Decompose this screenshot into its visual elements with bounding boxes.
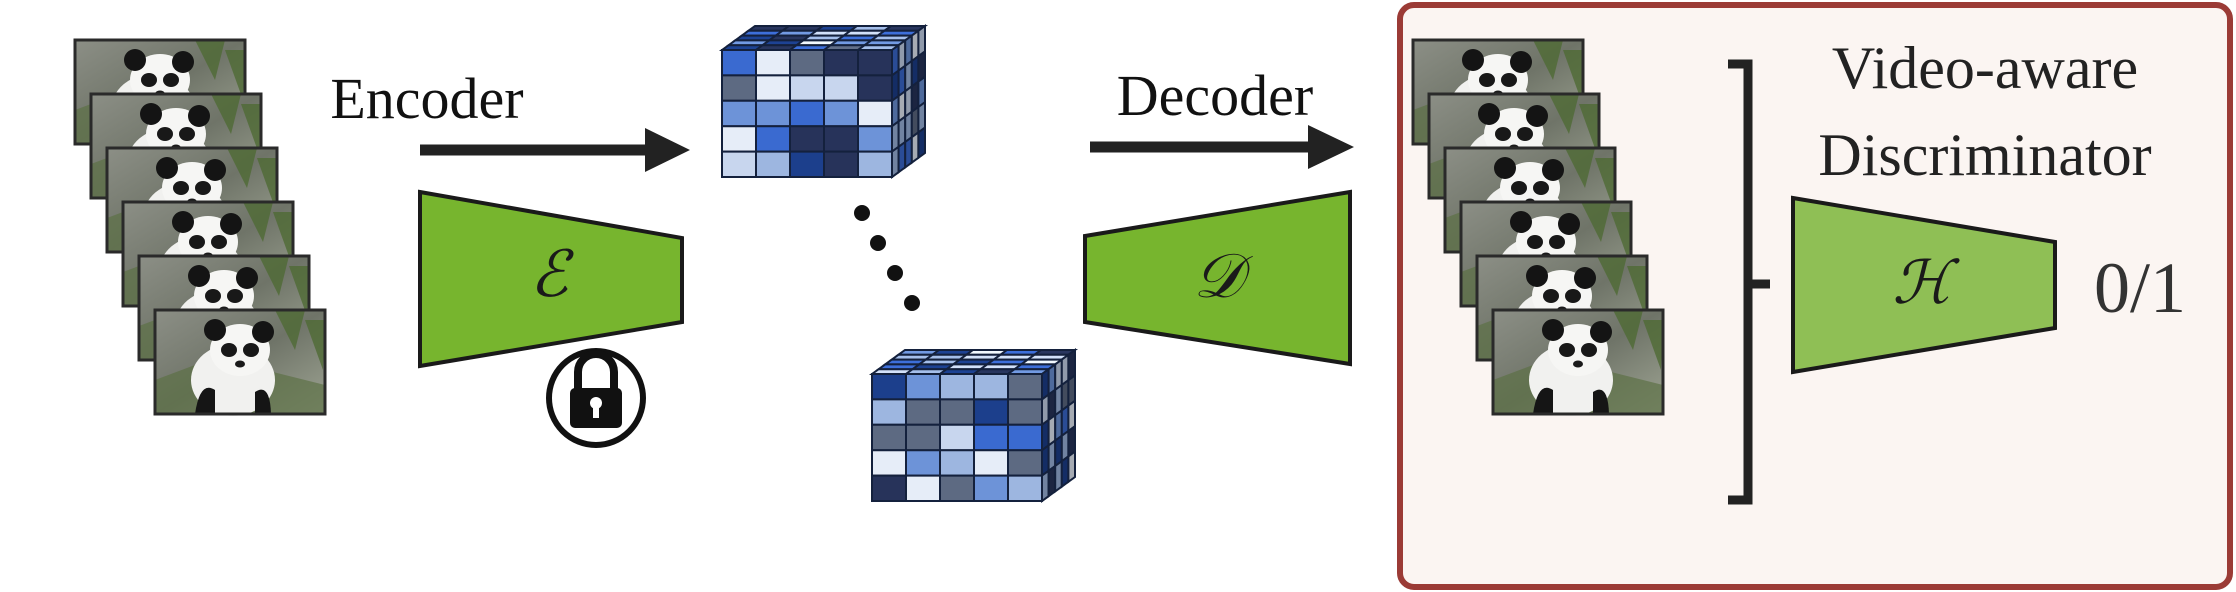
latent-cell [823,74,859,102]
encoder-label: Encoder [330,66,523,131]
frames-bracket [1728,59,1770,505]
vertical-ellipsis-icon [854,205,920,311]
latent-cell [789,49,825,77]
latent-cell [721,125,757,153]
latent-cell [917,125,926,160]
latent-cell [939,398,975,426]
latent-cell [905,373,941,401]
latent-cell [939,373,975,401]
latent-cell [939,474,975,502]
latent-cell [905,423,941,452]
latent-cube-last [868,348,1079,503]
latent-cell [939,423,975,452]
latent-cell [755,99,791,128]
latent-cell [721,99,757,128]
latent-cell [871,373,907,401]
discriminator-output: 0/1 [2094,248,2186,328]
latent-cell [721,49,757,77]
latent-cell [789,99,825,128]
latent-cell [823,49,859,77]
lock-icon [546,348,646,448]
latent-cell [857,99,893,128]
latent-cell [823,125,859,153]
discriminator-symbol: ℋ [1892,248,1960,318]
encoder-network [418,189,684,369]
latent-cell [857,74,893,102]
latent-cell [721,150,757,178]
latent-cell [973,423,1009,452]
latent-cell [1007,373,1043,401]
latent-cube-first [718,24,929,179]
latent-cell [857,125,893,153]
latent-cell [973,398,1009,426]
latent-cell [1007,474,1043,502]
latent-cell [789,150,825,178]
latent-cell [871,449,907,477]
latent-cell [871,398,907,426]
discriminator-network [1791,195,2057,375]
latent-cell [823,99,859,128]
latent-cell [823,150,859,178]
latent-cell [939,449,975,477]
latent-cell [973,474,1009,502]
encoder-arrow [420,128,690,172]
latent-cell [1067,449,1076,484]
discriminator-title-line2: Discriminator [1818,122,2151,188]
latent-cell [721,74,757,102]
discriminator-title-line1: Video-aware [1832,35,2138,101]
latent-cell [905,474,941,502]
latent-cell [973,373,1009,401]
encoder-symbol: ℰ [530,238,575,312]
input-video-frames [73,38,327,416]
reconstructed-video-frames [1411,38,1665,416]
latent-cell [1007,449,1043,477]
latent-cell [1007,398,1043,426]
latent-cell [755,49,791,77]
latent-cell [871,474,907,502]
decoder-network [1083,189,1352,367]
latent-cell [789,74,825,102]
latent-cell [755,74,791,102]
latent-cell [789,125,825,153]
latent-cell [1007,423,1043,452]
latent-cell [871,423,907,452]
decoder-label: Decoder [1117,63,1313,128]
video-frame [153,308,327,416]
latent-cell [905,398,941,426]
decoder-arrow [1090,125,1354,169]
latent-cell [973,449,1009,477]
latent-cell [755,125,791,153]
latent-cell [905,449,941,477]
latent-cell [755,150,791,178]
video-frame [1491,308,1665,416]
latent-cell [857,150,893,178]
latent-cell [857,49,893,77]
